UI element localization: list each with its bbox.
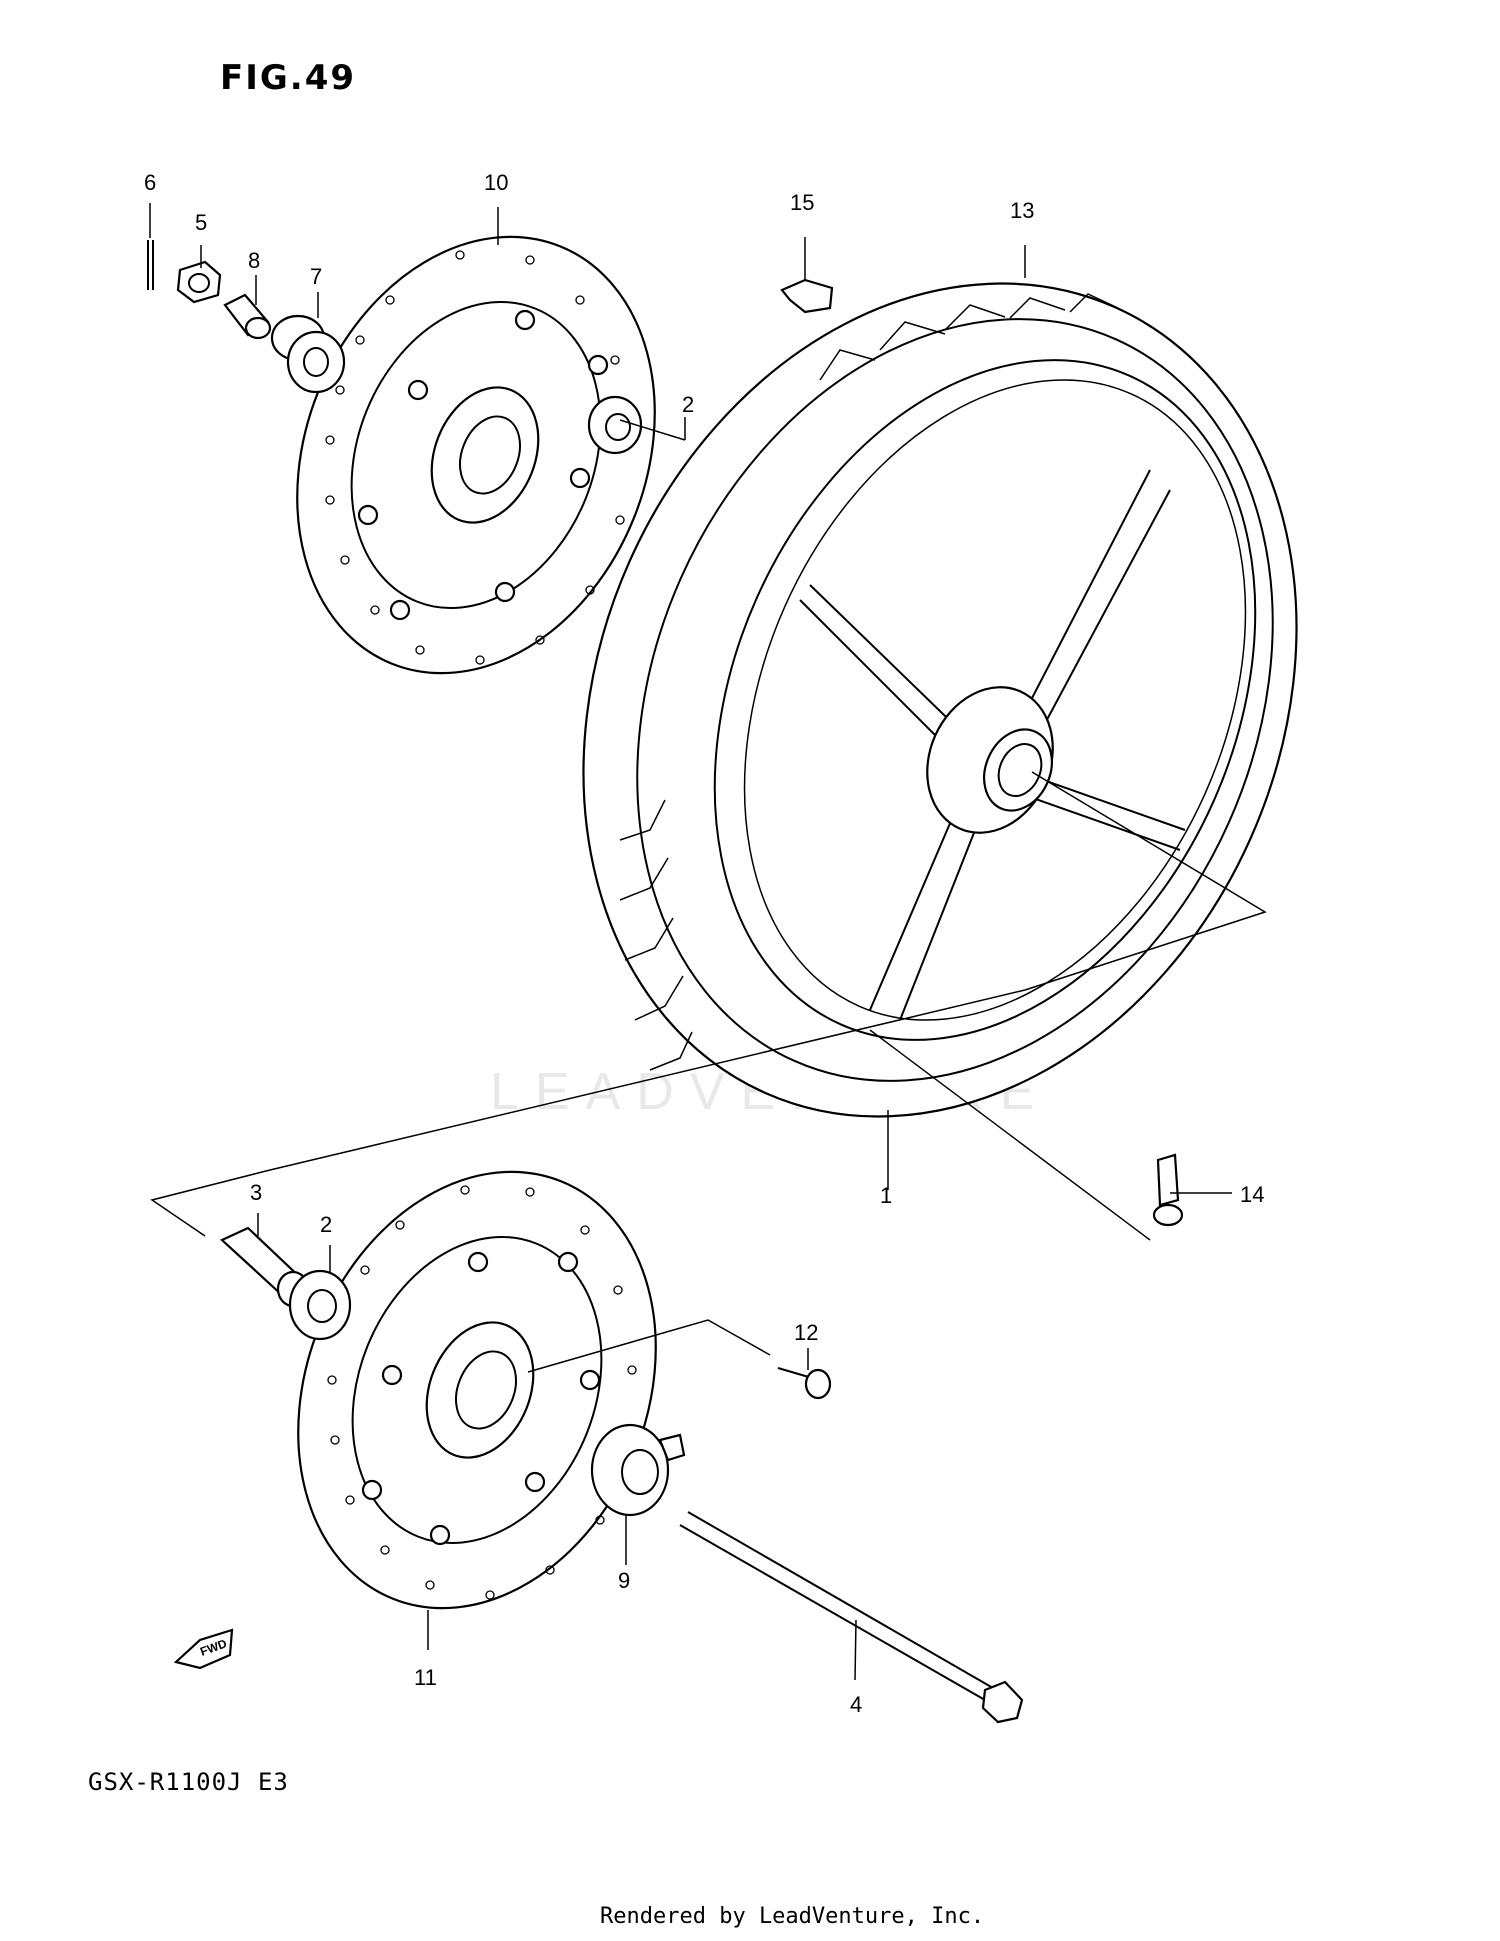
- valve-14[interactable]: [1152, 1153, 1184, 1227]
- figure-title: FIG.49: [220, 58, 357, 98]
- bearing-upper[interactable]: [587, 395, 643, 455]
- callout-2-upper: 2: [682, 392, 694, 417]
- callout-3: 3: [250, 1180, 262, 1205]
- leader-lines: [149, 203, 1267, 1681]
- callout-13: 13: [1010, 198, 1034, 223]
- axle-4[interactable]: [679, 1511, 1024, 1724]
- axle-nut[interactable]: [176, 260, 222, 304]
- callout-14: 14: [1240, 1182, 1264, 1207]
- tire-wheel-assembly[interactable]: [454, 169, 1425, 1231]
- model-code: GSX-R1100J E3: [88, 1768, 289, 1796]
- callout-labels: 1 2 2 3 4 5 6 7 8 9 10 11 12 13 14 15: [144, 170, 1264, 1717]
- callout-15: 15: [790, 190, 814, 215]
- callout-8: 8: [248, 248, 260, 273]
- brake-disc-lower[interactable]: [235, 1118, 719, 1663]
- spacer-8[interactable]: [223, 293, 272, 340]
- callout-11: 11: [414, 1665, 437, 1690]
- brake-disc-upper[interactable]: [234, 183, 718, 728]
- clip-15[interactable]: [780, 278, 834, 314]
- callout-12: 12: [794, 1320, 818, 1345]
- callout-4: 4: [850, 1692, 862, 1717]
- callout-9: 9: [618, 1568, 630, 1593]
- callout-5: 5: [195, 210, 207, 235]
- cotter-pin[interactable]: [147, 240, 154, 290]
- callout-1: 1: [880, 1183, 892, 1208]
- fwd-arrow-icon: FWD: [173, 1628, 234, 1670]
- collar-7[interactable]: [270, 314, 346, 394]
- callout-10: 10: [484, 170, 508, 195]
- speedometer-gearbox-9[interactable]: [590, 1423, 686, 1517]
- bolt-12[interactable]: [777, 1367, 832, 1400]
- callout-7: 7: [310, 264, 322, 289]
- render-credit: Rendered by LeadVenture, Inc.: [600, 1904, 985, 1929]
- bearing-lower[interactable]: [288, 1269, 352, 1341]
- callout-6: 6: [144, 170, 156, 195]
- callout-2-lower: 2: [320, 1212, 332, 1237]
